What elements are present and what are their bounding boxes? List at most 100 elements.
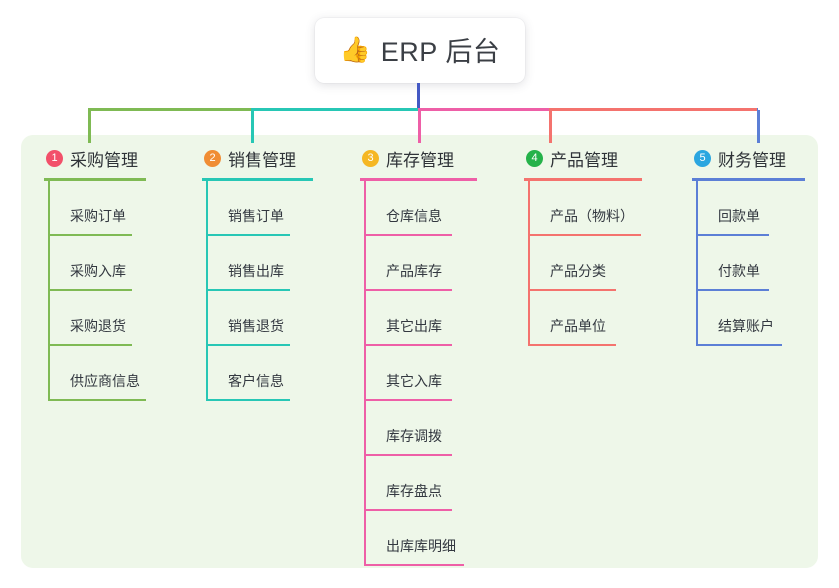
branch-item-label: 仓库信息 [386, 208, 442, 224]
branch-spine [364, 181, 366, 566]
branch-items-2: 销售订单销售出库销售退货客户信息 [206, 181, 313, 401]
branch-item-rule [364, 399, 452, 401]
branch-header-rule [44, 178, 146, 181]
branch-spine [206, 181, 208, 401]
branch-item-label: 其它出库 [386, 318, 442, 334]
branch-column-2: 2 销售管理销售订单销售出库销售退货客户信息 [202, 146, 313, 401]
branch-items-5: 回款单付款单结算账户 [696, 181, 805, 346]
branch-items-3: 仓库信息产品库存其它出库其它入库库存调拨库存盘点出库库明细 [364, 181, 477, 566]
branch-number-badge: 4 [526, 149, 543, 167]
branch-item[interactable]: 产品单位 [528, 291, 642, 346]
connector-drop-3 [418, 110, 421, 143]
branch-item[interactable]: 产品库存 [364, 236, 477, 291]
branch-item-rule [206, 289, 290, 291]
connector-drop-4 [549, 110, 552, 143]
branch-item-rule [206, 399, 290, 401]
branch-item[interactable]: 客户信息 [206, 346, 313, 401]
branch-item-label: 库存调拨 [386, 428, 442, 444]
branch-item[interactable]: 销售订单 [206, 181, 313, 236]
branch-item[interactable]: 仓库信息 [364, 181, 477, 236]
branch-item-label: 产品（物料） [550, 208, 634, 224]
branch-items-1: 采购订单采购入库采购退货供应商信息 [48, 181, 146, 401]
branch-item-label: 付款单 [718, 263, 760, 279]
branch-item[interactable]: 销售退货 [206, 291, 313, 346]
branch-item[interactable]: 采购退货 [48, 291, 146, 346]
branch-item[interactable]: 销售出库 [206, 236, 313, 291]
branch-item-rule [206, 344, 290, 346]
branch-item[interactable]: 产品（物料） [528, 181, 642, 236]
branch-item[interactable]: 库存调拨 [364, 401, 477, 456]
branch-item[interactable]: 采购入库 [48, 236, 146, 291]
root-node-card[interactable]: 👍 ERP 后台 [315, 18, 525, 83]
branch-item-rule [48, 344, 132, 346]
branch-item-label: 销售出库 [228, 263, 284, 279]
branch-item[interactable]: 结算账户 [696, 291, 805, 346]
branch-item[interactable]: 付款单 [696, 236, 805, 291]
root-trunk-connector [417, 83, 420, 110]
branch-item-rule [528, 289, 616, 291]
branch-header-rule [202, 178, 313, 181]
branch-item-rule [696, 289, 769, 291]
branch-item-label: 销售订单 [228, 208, 284, 224]
branch-item-rule [696, 234, 769, 236]
connector-drop-2 [251, 110, 254, 143]
connector-drop-1 [88, 110, 91, 143]
branch-item[interactable]: 其它出库 [364, 291, 477, 346]
branch-item-label: 库存盘点 [386, 483, 442, 499]
branch-item-rule [364, 344, 452, 346]
branch-item-rule [364, 454, 452, 456]
branch-item-label: 供应商信息 [70, 373, 140, 389]
branch-header-3[interactable]: 3 库存管理 [360, 146, 477, 170]
branch-item[interactable]: 其它入库 [364, 346, 477, 401]
branch-item-label: 产品分类 [550, 263, 606, 279]
connector-bus-segment-1 [88, 108, 251, 111]
branch-header-2[interactable]: 2 销售管理 [202, 146, 313, 170]
branch-column-3: 3 库存管理仓库信息产品库存其它出库其它入库库存调拨库存盘点出库库明细 [360, 146, 477, 566]
thumbs-up-icon: 👍 [339, 35, 371, 64]
branch-item-label: 其它入库 [386, 373, 442, 389]
branch-header-rule [524, 178, 642, 181]
connector-bus-segment-2 [251, 108, 418, 111]
branch-header-rule [360, 178, 477, 181]
branch-header-label: 库存管理 [386, 150, 454, 170]
branch-item-label: 客户信息 [228, 373, 284, 389]
branch-spine [696, 181, 698, 346]
branch-item[interactable]: 库存盘点 [364, 456, 477, 511]
branch-item[interactable]: 供应商信息 [48, 346, 146, 401]
connector-bus-segment-4 [549, 108, 757, 111]
branch-items-4: 产品（物料） 产品分类产品单位 [528, 181, 642, 346]
connector-bus-segment-3 [418, 108, 549, 111]
branch-item-rule [48, 234, 132, 236]
branch-item[interactable]: 回款单 [696, 181, 805, 236]
branch-number-badge: 2 [204, 149, 221, 167]
branch-item-rule [364, 289, 452, 291]
connector-bus-segment-5 [757, 108, 758, 111]
branch-spine [528, 181, 530, 346]
branch-item-rule [364, 509, 452, 511]
branch-header-label: 销售管理 [228, 150, 296, 170]
branch-item-rule [48, 289, 132, 291]
branch-item-rule [528, 344, 616, 346]
branch-item-rule [48, 399, 146, 401]
branch-item-label: 采购入库 [70, 263, 126, 279]
branch-number-badge: 3 [362, 149, 379, 167]
branch-item[interactable]: 出库库明细 [364, 511, 477, 566]
branch-item-label: 回款单 [718, 208, 760, 224]
branch-item-rule [206, 234, 290, 236]
branch-item-label: 结算账户 [718, 318, 774, 334]
branch-number-badge: 5 [694, 149, 711, 167]
branch-header-rule [692, 178, 805, 181]
branch-item-rule [364, 564, 464, 566]
branch-item-label: 销售退货 [228, 318, 284, 334]
branch-item[interactable]: 采购订单 [48, 181, 146, 236]
branch-item-label: 采购订单 [70, 208, 126, 224]
connector-drop-5 [757, 110, 760, 143]
branch-item[interactable]: 产品分类 [528, 236, 642, 291]
